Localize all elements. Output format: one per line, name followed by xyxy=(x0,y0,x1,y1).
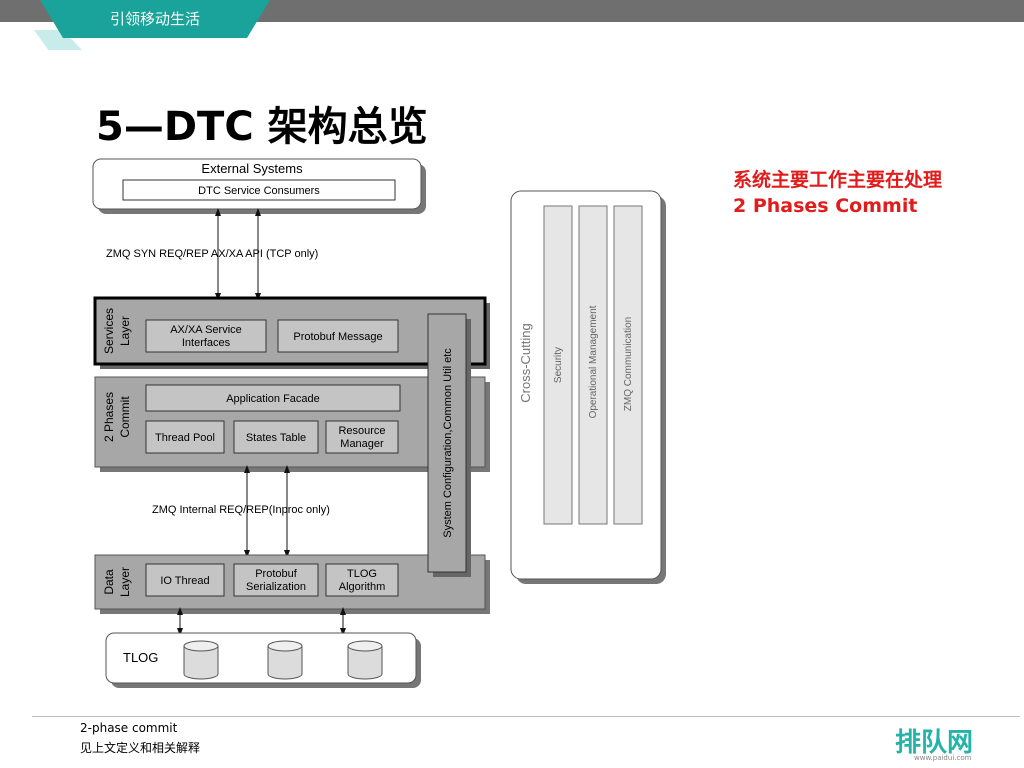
security-label: Security xyxy=(553,347,564,383)
phases-label-2: Commit xyxy=(118,396,132,438)
highlight-note: 系统主要工作主要在处理 2 Phases Commit xyxy=(733,167,942,219)
states-table-box xyxy=(233,420,319,454)
axxa-service-label-1: AX/XA Service xyxy=(170,324,242,336)
tlog-label: TLOG xyxy=(123,650,158,665)
zmq-internal-label: ZMQ Internal REQ/REP(Inproc only) xyxy=(152,504,330,516)
security-column xyxy=(543,205,573,525)
axxa-service-box xyxy=(145,319,267,353)
thread-pool-box xyxy=(145,420,225,454)
note-line-2: 2 Phases Commit xyxy=(733,195,918,217)
protobuf-serialization-label-1: Protobuf xyxy=(255,568,298,580)
footer-text-2: 见上文定义和相关解释 xyxy=(80,741,201,755)
data-layer-label-1: Data xyxy=(102,569,116,595)
io-thread-box xyxy=(145,563,225,597)
logo-url: www.paidui.com xyxy=(914,754,972,762)
external-systems-box: External Systems DTC Service Consumers xyxy=(92,158,426,214)
services-layer-label-1: Services xyxy=(102,308,116,354)
phases-label-1: 2 Phases xyxy=(102,392,116,442)
header-tab xyxy=(40,0,270,38)
protobuf-serialization-label-2: Serialization xyxy=(246,581,306,593)
dtc-consumers-box xyxy=(122,179,396,201)
application-facade-box xyxy=(145,384,401,412)
cross-cutting-panel: Cross-Cutting Security Operational Manag… xyxy=(510,190,666,584)
operational-management-label: Operational Management xyxy=(588,305,599,418)
application-facade-label: Application Facade xyxy=(226,393,320,405)
tlog-storage-box: TLOG xyxy=(105,632,421,688)
database-icon xyxy=(347,640,383,680)
note-line-1: 系统主要工作主要在处理 xyxy=(733,169,943,191)
tlog-algorithm-label-2: Algorithm xyxy=(339,581,385,593)
io-thread-label: IO Thread xyxy=(160,575,209,587)
system-configuration-bar: System Configuration,Common Util etc xyxy=(427,313,471,577)
states-table-label: States Table xyxy=(246,432,306,444)
services-layer-label-2: Layer xyxy=(118,316,132,346)
external-systems-label: External Systems xyxy=(201,161,303,176)
footer-divider xyxy=(32,716,1020,717)
header-tab-label: 引领移动生活 xyxy=(109,10,200,28)
resource-manager-label-1: Resource xyxy=(338,425,385,437)
database-icon xyxy=(267,640,303,680)
protobuf-message-label: Protobuf Message xyxy=(293,331,382,343)
resource-manager-box xyxy=(325,420,399,454)
paidui-logo: 排队网 xyxy=(895,728,974,758)
zmq-communication-label: ZMQ Communication xyxy=(623,317,634,411)
zmq-communication-column xyxy=(613,205,643,525)
data-layer: Data Layer IO Thread Protobuf Serializat… xyxy=(94,554,490,614)
two-phases-commit-layer: 2 Phases Commit Application Facade Threa… xyxy=(94,376,490,472)
data-layer-label-2: Layer xyxy=(118,567,132,597)
tlog-algorithm-label-1: TLOG xyxy=(347,568,377,580)
services-layer: Services Layer AX/XA Service Interfaces … xyxy=(93,296,490,369)
footer-text-1: 2-phase commit xyxy=(80,721,178,735)
system-configuration-label: System Configuration,Common Util etc xyxy=(442,348,454,538)
cross-cutting-label: Cross-Cutting xyxy=(518,323,533,402)
operational-management-column xyxy=(578,205,608,525)
thread-pool-label: Thread Pool xyxy=(155,432,215,444)
protobuf-message-box xyxy=(277,319,399,353)
tlog-algorithm-box xyxy=(325,563,399,597)
dtc-consumers-label: DTC Service Consumers xyxy=(198,185,320,197)
slide-title: 5—DTC 架构总览 xyxy=(96,104,428,150)
axxa-service-label-2: Interfaces xyxy=(182,337,231,349)
resource-manager-label-2: Manager xyxy=(340,438,384,450)
zmq-syn-label: ZMQ SYN REQ/REP AX/XA API (TCP only) xyxy=(106,248,318,260)
protobuf-serialization-box xyxy=(233,563,319,597)
database-icon xyxy=(183,640,219,680)
